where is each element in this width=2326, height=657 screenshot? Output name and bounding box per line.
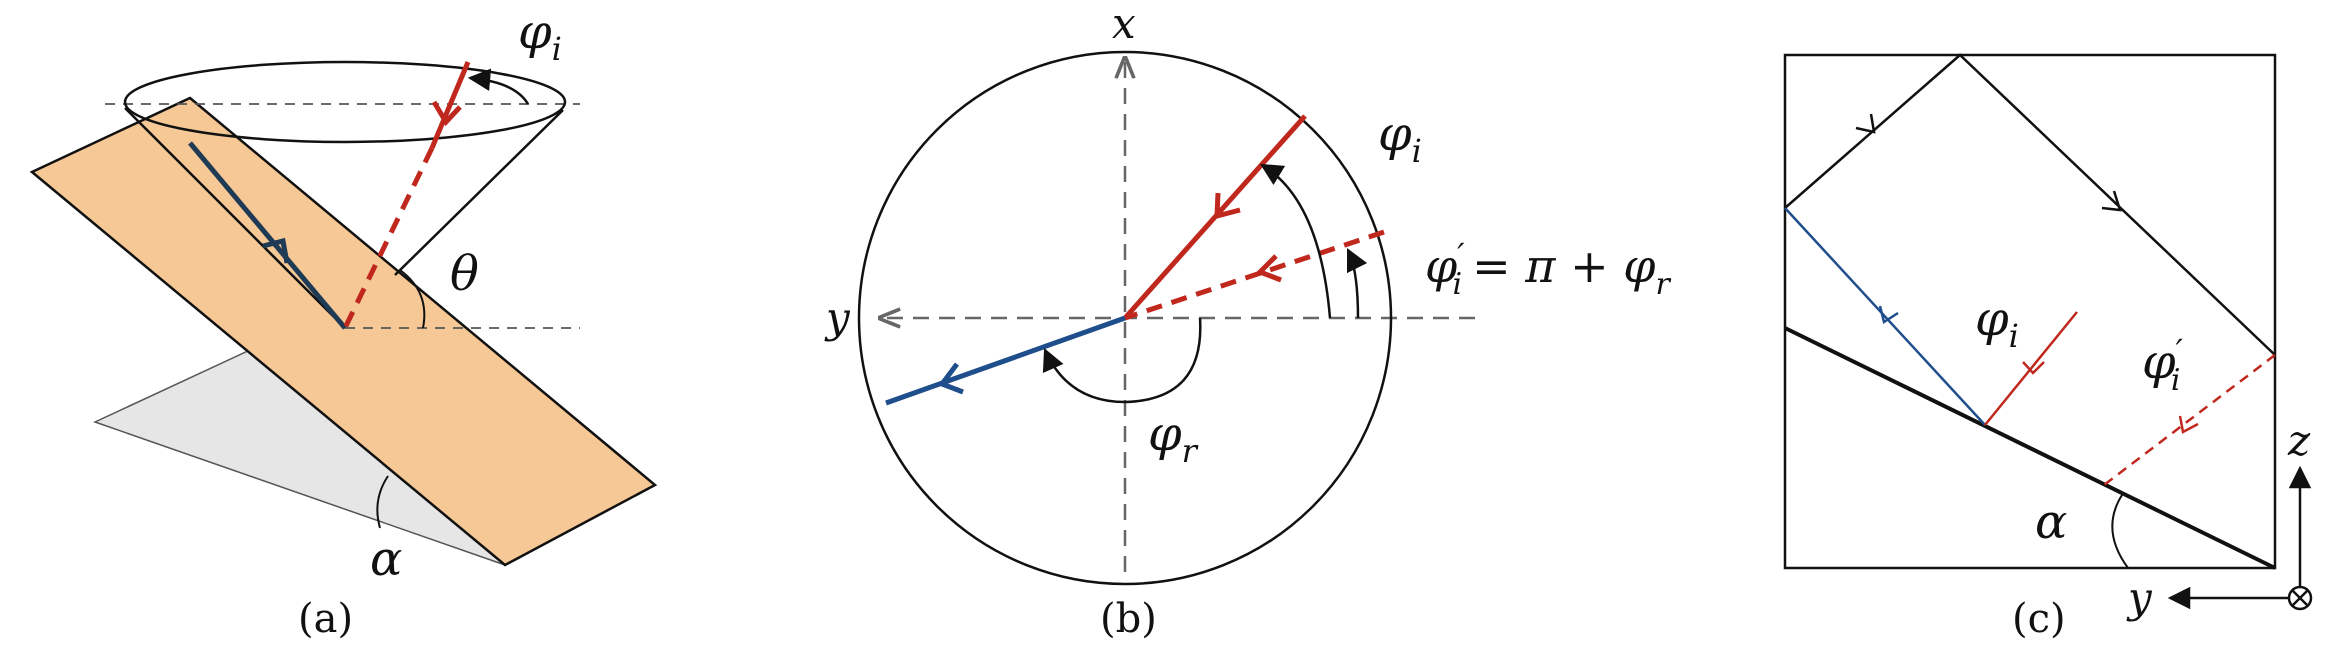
- reflected-ray-b: [885, 315, 1126, 406]
- caption-b: (b): [1100, 596, 1157, 642]
- panel-a: φi θ α (a): [29, 4, 658, 642]
- phi-r-arc-b: [1042, 317, 1202, 404]
- label-theta-a: θ: [450, 246, 479, 302]
- incident-ray-dashed-b: [1124, 229, 1385, 321]
- label-phi-i-prime-eq-b: φ′i= π + φr: [1425, 236, 1672, 302]
- x-axis-cross-2: [2291, 589, 2309, 607]
- label-alpha-c: α: [2035, 494, 2067, 550]
- incident-arrow-head-c: [2022, 361, 2045, 375]
- unit-circle-b: [857, 50, 1393, 586]
- incident-ray-dashed-c: [2103, 354, 2276, 486]
- label-y-axis-b: y: [824, 293, 851, 342]
- alpha-arc-a: [376, 475, 389, 529]
- phi-i-arc-b: [1260, 163, 1332, 319]
- dashed-arrow-head-b: [1255, 254, 1282, 283]
- phi-i-prime-arc-b: [1346, 247, 1368, 319]
- cone-ellipse: [123, 60, 567, 144]
- reflected-arrow-head-a: [262, 237, 290, 264]
- incident-arrow-head-b: [1214, 192, 1241, 220]
- label-phi-i-a: φi: [518, 4, 562, 68]
- reflected-arrow-a: [188, 141, 347, 330]
- reflected-arrow-head-b: [938, 362, 964, 395]
- phi-rotation-arrow-a: [467, 68, 530, 105]
- bounding-box-c: [1783, 53, 2277, 570]
- label-phi-i-c: φi: [1975, 291, 2019, 355]
- label-y-axis-c: y: [2126, 573, 2153, 622]
- alpha-arc-c: [2111, 494, 2129, 569]
- panel-c: φi φ′i α z y (c): [1783, 53, 2313, 642]
- incident-ray-c: [1984, 311, 2078, 426]
- caption-a: (a): [298, 596, 353, 642]
- incident-arrow-head-a: [431, 100, 462, 127]
- black-arrow-head-2-c: [2101, 190, 2122, 212]
- label-z-axis-c: z: [2287, 416, 2311, 465]
- label-phi-i-prime-c: φ′i: [2142, 332, 2184, 398]
- theta-arc: [399, 269, 426, 329]
- incline-line-c: [1784, 326, 2276, 570]
- label-phi-i-b: φi: [1378, 106, 1422, 170]
- label-phi-r-b: φr: [1148, 406, 1199, 470]
- panel-b: x y φi φ′i= π + φr φr (b): [824, 0, 1672, 642]
- incident-ray-a: [429, 61, 471, 149]
- reflected-arrow-head-c: [1878, 305, 1899, 324]
- black-ray-path-c: [1784, 53, 2276, 356]
- label-x-axis-b: x: [1112, 0, 1136, 48]
- label-alpha-a: α: [370, 531, 402, 587]
- dashed-arrow-head-c: [2178, 415, 2199, 434]
- inclined-plane: [29, 96, 658, 567]
- caption-c: (c): [2012, 596, 2066, 642]
- cone-edge-right: [394, 109, 564, 276]
- black-arrow-head-1-c: [1855, 113, 1876, 134]
- cone-edge-left: [124, 107, 346, 329]
- reflected-ray-c: [1784, 207, 1986, 426]
- incident-ray-dashed-a: [342, 146, 435, 330]
